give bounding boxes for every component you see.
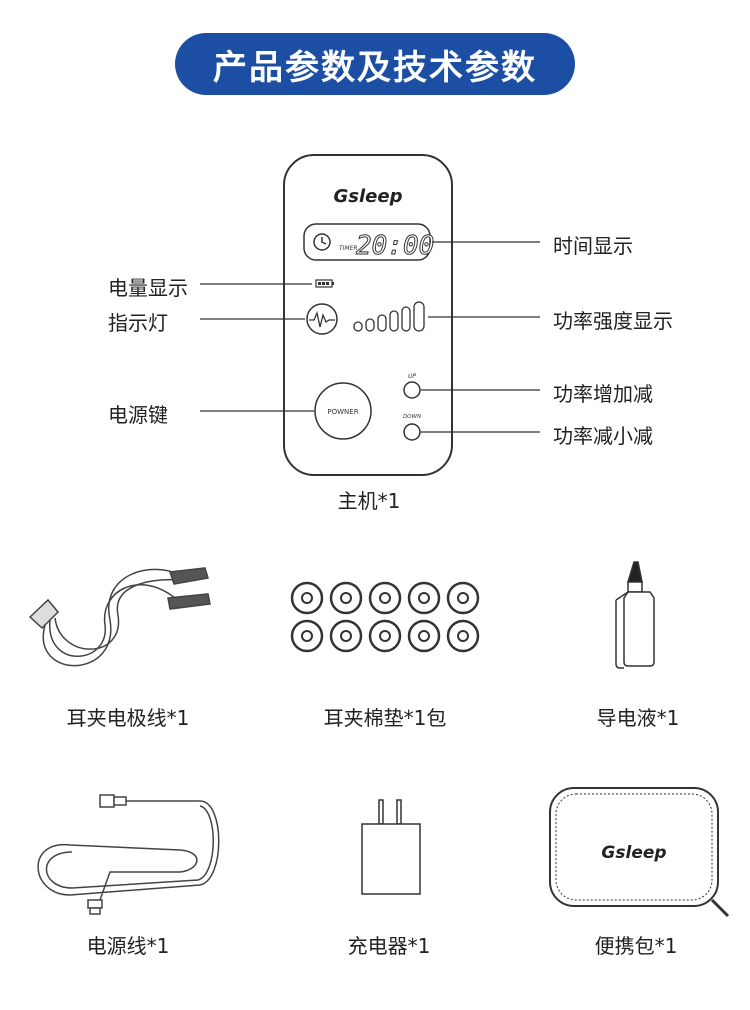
callout-lines [200,241,540,433]
cotton-pads-icon [290,581,480,653]
ear-clip-cable-icon [28,567,211,667]
callout-indicator-light: 指示灯 [108,311,168,335]
down-label: DOWN [403,414,421,420]
accessory-caption-charger: 充电器*1 [347,934,431,958]
indicator-light-icon [306,303,338,335]
down-button[interactable] [403,423,421,441]
power-button[interactable]: POWNER [314,382,372,440]
accessory-caption-power-cable: 电源线*1 [86,934,170,958]
accessory-caption-gel: 导电液*1 [596,706,680,730]
clock-icon [313,233,331,251]
page-title: 产品参数及技术参数 [213,47,537,88]
callout-power-increase: 功率增加减 [553,382,653,406]
case-brand: Gsleep [601,843,666,863]
charger-icon [361,799,421,895]
up-button[interactable] [403,381,421,399]
up-label: UP [408,373,416,380]
device-brand: Gsleep [334,186,403,207]
accessory-caption-ear-clip: 耳夹电极线*1 [66,706,190,730]
page-title-banner: 产品参数及技术参数 [175,33,575,95]
battery-icon [315,279,334,288]
carry-case-icon: Gsleep [549,787,730,918]
callout-power-key: 电源键 [108,403,168,427]
power-button-label: POWNER [327,408,358,416]
callout-strength-display: 功率强度显示 [553,309,673,333]
accessory-caption-cotton-pads: 耳夹棉垫*1包 [323,706,447,730]
strength-bars [353,301,425,332]
callout-power-decrease: 功率减小减 [553,424,653,448]
time-display-panel: TIMER 20:00 [303,223,435,262]
main-device: Gsleep TIMER 20:00 [283,154,453,476]
callout-battery-display: 电量显示 [108,276,188,300]
timer-label: TIMER [339,245,358,252]
accessory-caption-carry-case: 便携包*1 [594,934,678,958]
time-digits: 20:00 [356,231,434,261]
callout-time-display: 时间显示 [553,234,633,258]
usb-cable-icon [37,794,220,915]
main-device-caption: 主机*1 [337,489,401,513]
conductive-gel-bottle-icon [615,561,655,669]
